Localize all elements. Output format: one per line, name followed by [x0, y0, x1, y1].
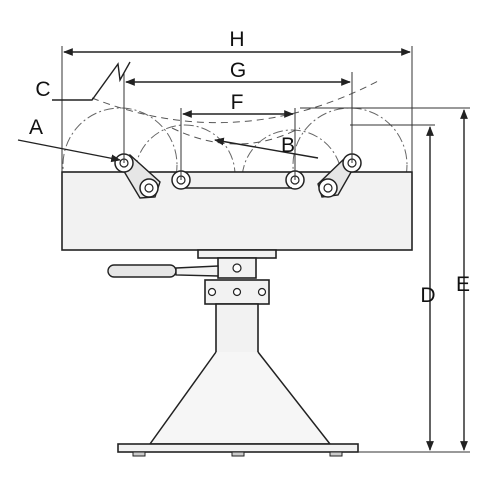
foot-right: [329, 451, 343, 457]
label-c: C: [35, 78, 50, 101]
collar-bolt-icon: [232, 263, 242, 273]
head-plate: [197, 249, 277, 259]
label-h: H: [229, 28, 244, 51]
roller-frame: [61, 171, 413, 251]
label-d: D: [420, 284, 435, 307]
label-g: G: [230, 59, 246, 82]
base-plate: [117, 443, 359, 453]
foot-left: [132, 451, 146, 457]
pipe-arc-large: [91, 79, 381, 124]
clamp-bolt-left-icon: [207, 287, 217, 297]
label-a: A: [29, 116, 43, 139]
roller-right-outer: [292, 107, 408, 223]
leader-b: [214, 137, 319, 159]
roller-left-outer: [62, 107, 178, 223]
base-stand: [148, 351, 332, 445]
leader-a: [17, 139, 121, 163]
clamp-bolt-center-icon: [232, 287, 242, 297]
label-b: B: [281, 134, 295, 157]
pipe-arc-small: [171, 127, 301, 145]
lock-handle: [107, 264, 219, 278]
pipe-outlines: [91, 79, 381, 145]
foot-center: [231, 451, 245, 457]
leader-c: [52, 61, 131, 101]
label-e: E: [456, 273, 470, 296]
clamp-bolt-right-icon: [257, 287, 267, 297]
extension-lines: [61, 46, 470, 453]
label-f: F: [231, 91, 244, 114]
